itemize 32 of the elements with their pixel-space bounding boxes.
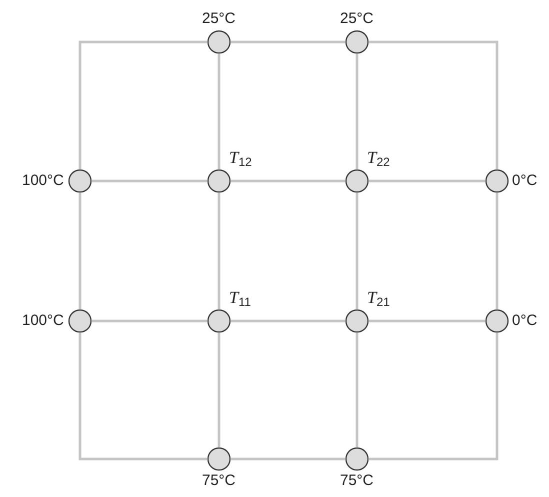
grid-line — [218, 54, 220, 169]
grid-line — [356, 333, 358, 447]
grid-line — [78, 40, 207, 169]
temperature-label: 25°C — [340, 10, 374, 28]
grid-line — [78, 333, 207, 460]
temperature-label: 0°C — [512, 172, 538, 190]
grid-line — [231, 180, 345, 182]
node-label: T$_{22}$ — [367, 149, 390, 171]
grid-line — [218, 193, 220, 309]
grid-line — [356, 54, 358, 169]
temperature-label: 75°C — [340, 472, 374, 490]
temperature-label: 0°C — [512, 312, 538, 330]
grid-line — [231, 40, 345, 44]
node-label: T$_{11}$ — [229, 289, 251, 311]
grid-line — [231, 458, 345, 460]
temperature-label: 25°C — [202, 10, 236, 28]
grid-line — [92, 180, 207, 182]
grid-line — [78, 193, 82, 309]
grid-line — [92, 320, 207, 322]
temperature-label: 100°C — [22, 172, 64, 190]
node-label: T$_{12}$ — [229, 149, 252, 171]
grid-line — [369, 40, 498, 169]
grid-line — [218, 333, 220, 447]
temperature-label: 75°C — [202, 472, 236, 490]
temperature-label: 100°C — [22, 312, 64, 330]
grid-line — [356, 193, 358, 309]
node-label: T$_{21}$ — [367, 289, 390, 311]
grid-line — [496, 193, 498, 309]
grid-line — [369, 333, 498, 460]
grid-line — [369, 180, 485, 182]
grid-line — [231, 320, 345, 322]
grid-line — [369, 320, 485, 322]
